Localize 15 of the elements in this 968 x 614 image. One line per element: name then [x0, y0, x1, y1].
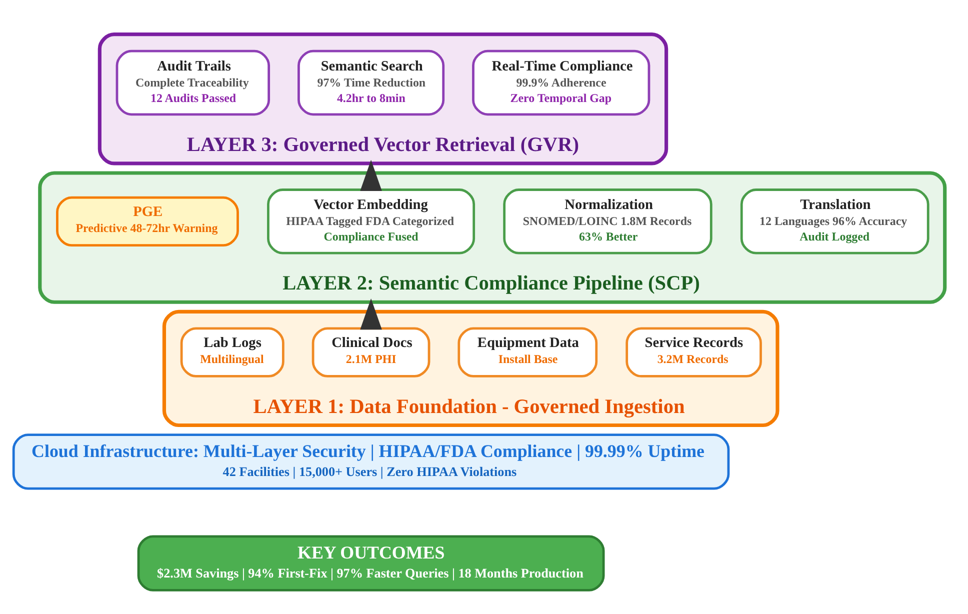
node-box: Audit Trails Complete Traceability 12 Audits Passed [116, 49, 270, 116]
node-box: Lab Logs Multilingual [180, 326, 284, 377]
node-box: Real-Time Compliance 99.9% Adherence Zero Temporal Gap [472, 49, 650, 116]
node-box: Normalization SNOMED/LOINC 1.8M Records 63% Better [503, 188, 712, 254]
node-box: Vector Embedding HIPAA Tagged FDA Categorized Compliance Fused [267, 188, 476, 254]
node-box: Cloud Infrastructure: Multi-Layer Security | HIPAA/FDA Compliance | 99.99% Uptime 42 Facilities | 15,000+ Users | Zero HIPAA Violations [12, 433, 730, 490]
node-box: Semantic Search 97% Time Reduction 4.2hr to 8min [298, 49, 445, 116]
node-box: KEY OUTCOMES $2.3M Savings | 94% First-Fix | 97% Faster Queries | 18 Months Production [137, 534, 605, 591]
arrow [360, 298, 382, 330]
node-box: Equipment Data Install Base [458, 326, 598, 377]
arrow [360, 159, 382, 190]
node-box: PGE Predictive 48-72hr Warning [56, 196, 239, 246]
node-box: Service Records 3.2M Records [626, 326, 762, 377]
node-box: Clinical Docs 2.1M PHI [312, 326, 430, 377]
node-box: Translation 12 Languages 96% Accuracy Audit Logged [740, 188, 930, 254]
